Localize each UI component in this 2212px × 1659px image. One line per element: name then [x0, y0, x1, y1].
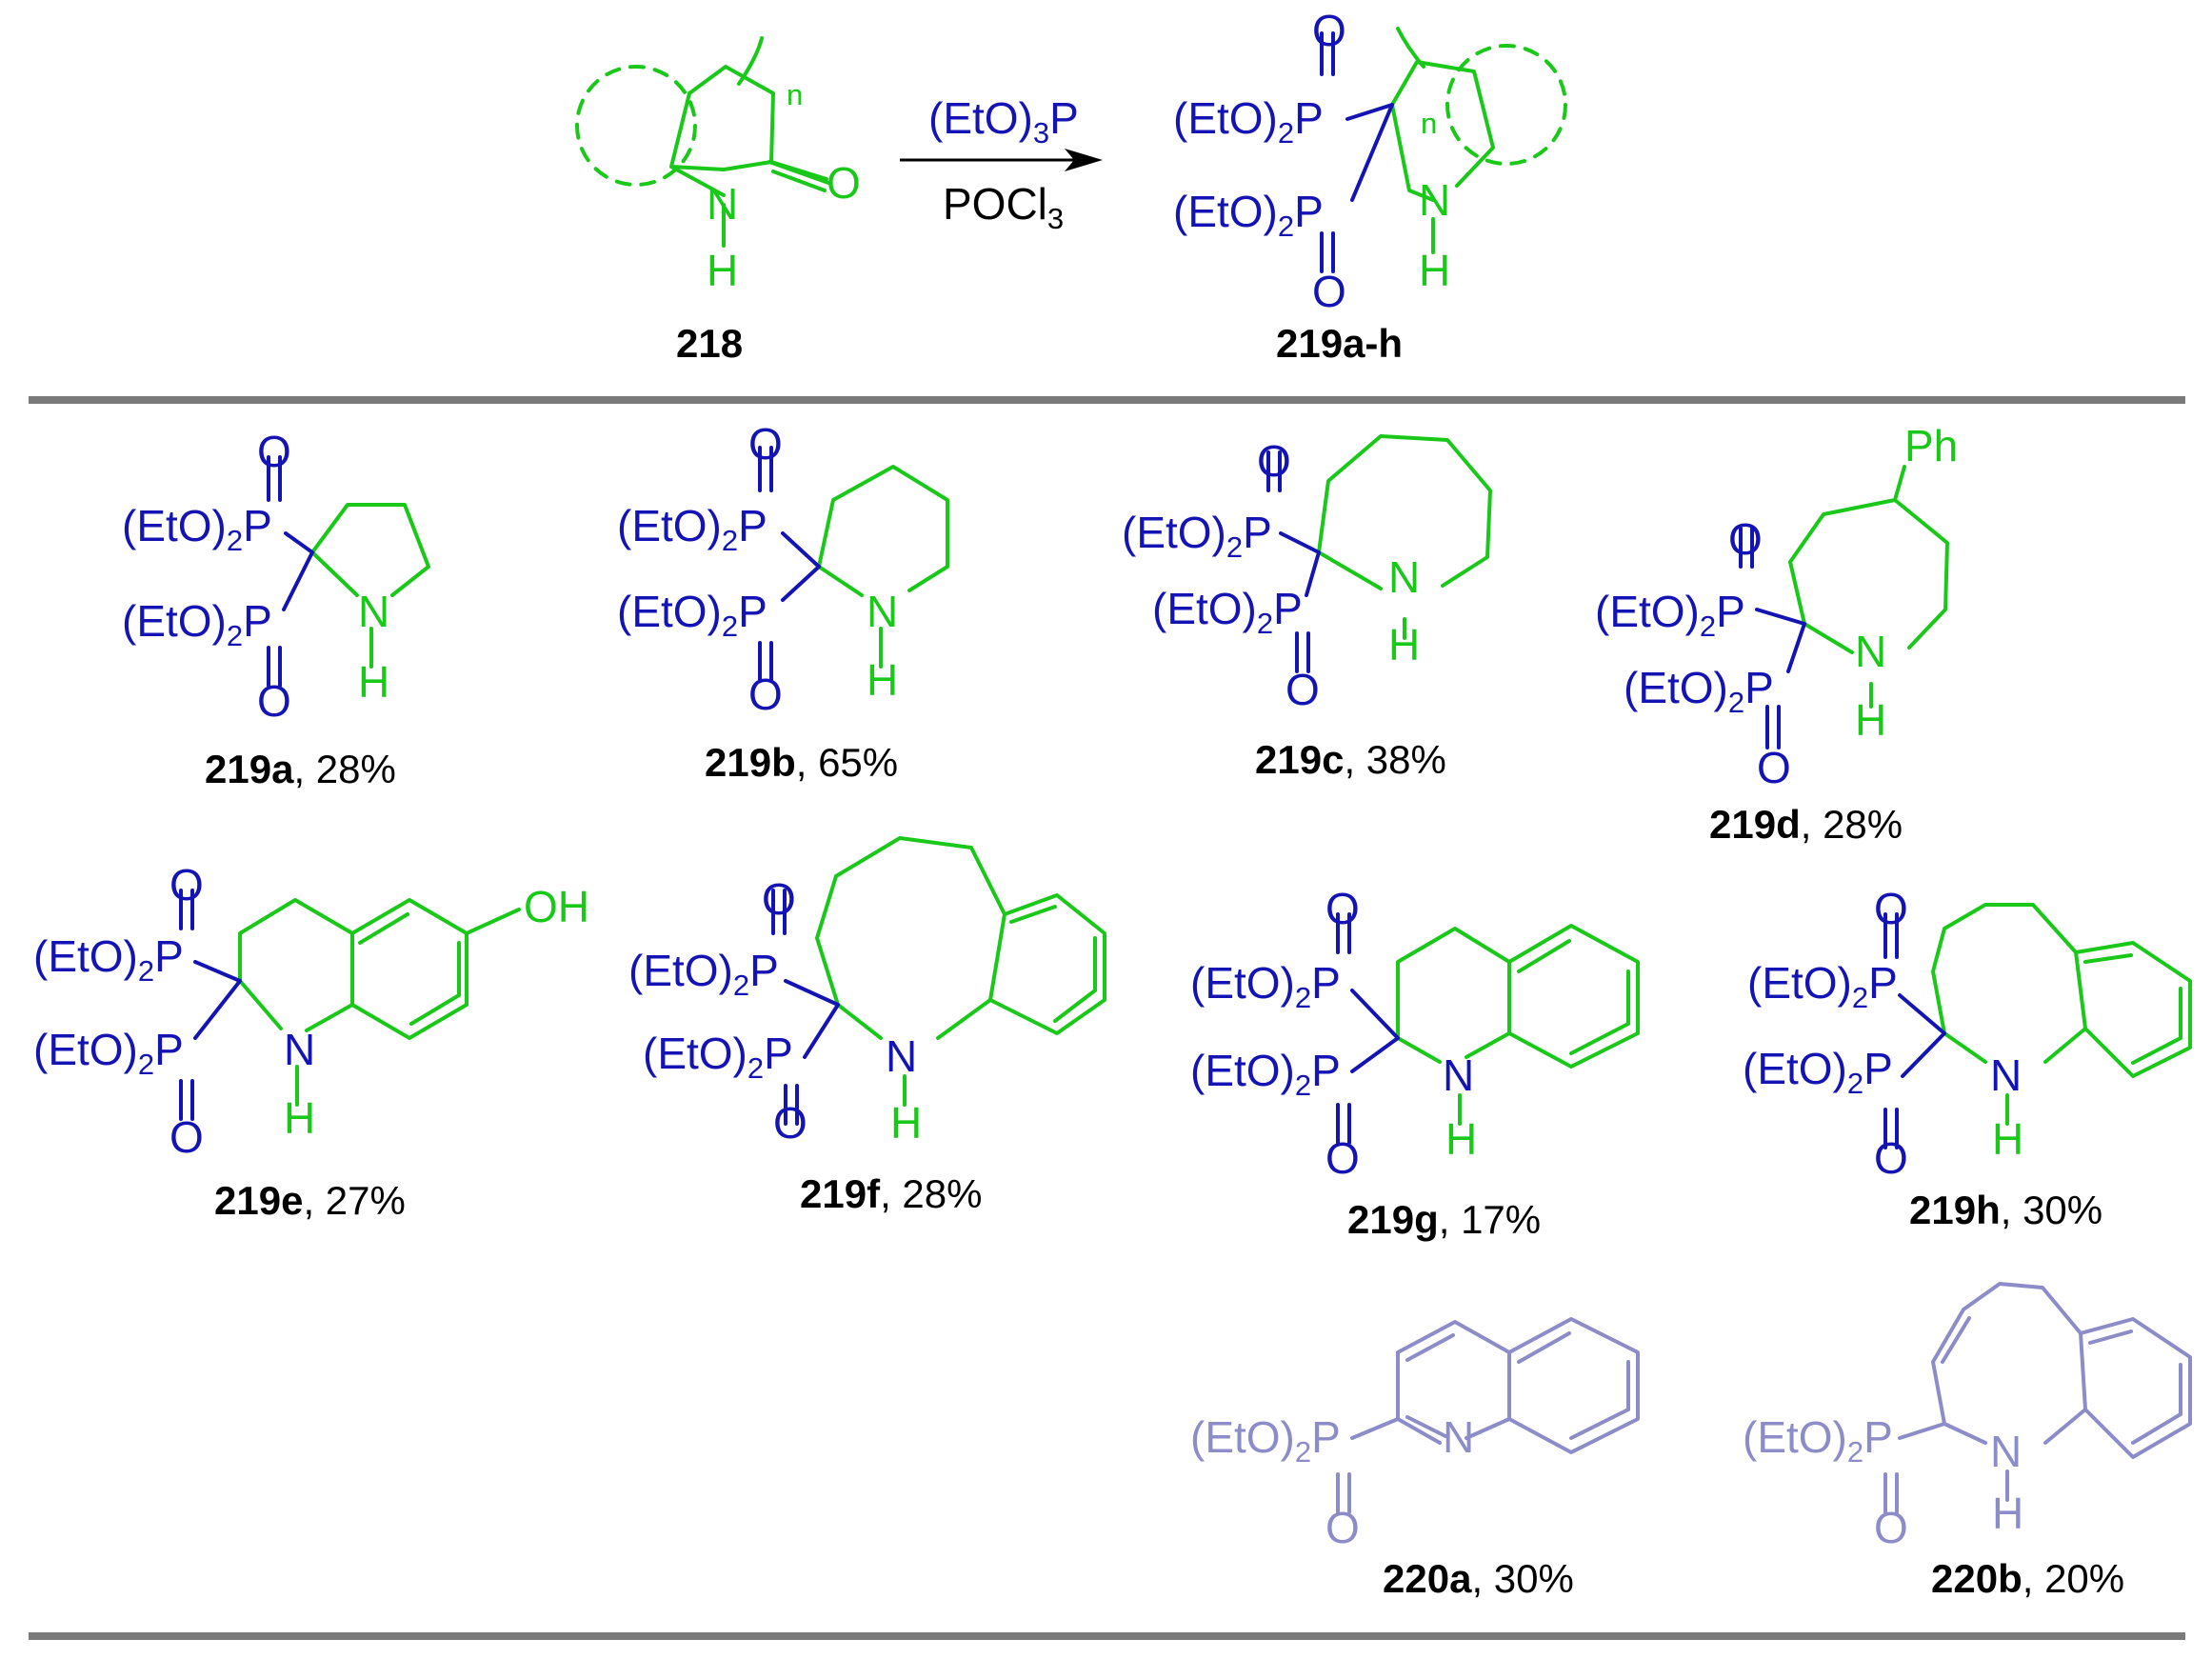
atom-n: N [1419, 175, 1450, 225]
atom-n-index: n [1421, 107, 1437, 140]
atom-o: O [827, 158, 861, 208]
atom-o: O [748, 670, 783, 719]
compound-label-218: 218 [676, 321, 743, 366]
atom-h: H [284, 1093, 315, 1143]
atom-n: N [886, 1031, 917, 1081]
atom-h: H [1992, 1114, 2023, 1164]
atom-n: N [1388, 552, 1420, 602]
atom-n: N [358, 587, 389, 636]
compound-label-219f: 219f, 28% [800, 1171, 982, 1216]
structure-219h: (EtO)2P (EtO)2P O O N H [1743, 884, 2192, 1183]
phosphonate-group: (EtO)2P [617, 587, 767, 643]
atom-h: H [707, 246, 738, 295]
compound-label-219a-h: 219a-h [1276, 321, 1403, 366]
atom-n-index: n [787, 78, 803, 111]
atom-o: O [1285, 665, 1320, 714]
phosphonate-group: (EtO)2P [1152, 584, 1303, 640]
compound-label-219c: 219c, 38% [1255, 737, 1446, 782]
atom-n: N [1443, 1412, 1474, 1462]
structure-219a-h: (EtO)2P (EtO)2P O O N H n [1173, 6, 1567, 316]
atom-o: O [1312, 6, 1346, 55]
compound-label-220a: 220a, 30% [1383, 1556, 1574, 1601]
phosphonate-group: (EtO)2P [1190, 958, 1341, 1014]
phenyl-substituent: Ph [1904, 421, 1958, 470]
atom-o: O [169, 860, 204, 909]
compound-label-219a: 219a, 28% [205, 747, 396, 791]
hydroxyl-substituent: OH [524, 882, 589, 931]
atom-n: N [707, 179, 738, 229]
phosphonate-group: (EtO)2P [1624, 663, 1774, 719]
compound-label-219e: 219e, 27% [214, 1178, 406, 1223]
atom-o: O [1325, 1503, 1360, 1552]
atom-h: H [1445, 1114, 1477, 1164]
atom-n: N [1990, 1050, 2022, 1100]
atom-o: O [1312, 267, 1346, 316]
atom-h: H [1992, 1489, 2023, 1538]
phosphonate-group: (EtO)2P [122, 596, 272, 652]
structure-219f: (EtO)2P (EtO)2P O O N H [628, 836, 1106, 1148]
structure-219e: (EtO)2P (EtO)2P O O N H OH [33, 860, 589, 1162]
atom-h: H [890, 1098, 922, 1148]
structure-219a: (EtO)2P (EtO)2P O O N H [122, 427, 430, 726]
phosphonate-group: (EtO)2P [1743, 1412, 1893, 1469]
atom-n: N [1855, 627, 1886, 676]
reagent-triethyl-phosphite: (EtO)3P [928, 93, 1079, 150]
atom-h: H [1419, 246, 1450, 295]
reagent-phosphoryl-chloride: POCl3 [943, 179, 1064, 235]
atom-o: O [762, 874, 796, 924]
phosphonate-group: (EtO)2P [1747, 958, 1898, 1014]
structure-219g: (EtO)2P (EtO)2P O O N H [1190, 884, 1640, 1183]
structure-219c: (EtO)2P (EtO)2P O O N H [1122, 434, 1492, 714]
atom-o: O [1325, 1133, 1360, 1183]
phosphonate-group: (EtO)2P [617, 501, 767, 557]
structure-220b: (EtO)2P O N H [1743, 1282, 2192, 1552]
atom-o: O [257, 676, 291, 726]
atom-o: O [1325, 884, 1360, 933]
atom-h: H [1855, 695, 1886, 745]
phosphonate-group: (EtO)2P [1173, 93, 1324, 150]
phosphonate-group: (EtO)2P [1595, 587, 1745, 643]
phosphonate-group: (EtO)2P [643, 1029, 793, 1085]
atom-o: O [1728, 514, 1763, 564]
atom-h: H [358, 657, 389, 707]
atom-h: H [1388, 620, 1420, 670]
atom-h: H [867, 655, 898, 705]
structure-218: N H O n [575, 36, 861, 295]
phosphonate-group: (EtO)2P [33, 931, 184, 988]
atom-o: O [1757, 743, 1791, 792]
phosphonate-group: (EtO)2P [1122, 508, 1272, 564]
phosphonate-group: (EtO)2P [33, 1025, 184, 1081]
atom-n: N [1990, 1427, 2022, 1476]
compound-label-220b: 220b, 20% [1931, 1556, 2124, 1601]
atom-n: N [867, 587, 898, 636]
atom-n: N [284, 1025, 315, 1074]
atom-o: O [773, 1098, 807, 1148]
structure-220a: (EtO)2P O N [1190, 1317, 1640, 1552]
atom-o: O [1257, 436, 1291, 486]
atom-o: O [169, 1112, 204, 1162]
compound-label-219d: 219d, 28% [1709, 802, 1903, 847]
phosphonate-group: (EtO)2P [1743, 1044, 1893, 1100]
phosphonate-group: (EtO)2P [1190, 1046, 1341, 1102]
phosphonate-group: (EtO)2P [122, 501, 272, 557]
atom-o: O [748, 419, 783, 469]
atom-n: N [1443, 1050, 1474, 1100]
compound-label-219b: 219b, 65% [705, 740, 898, 785]
phosphonate-group: (EtO)2P [628, 946, 779, 1002]
compound-label-219h: 219h, 30% [1909, 1188, 2102, 1232]
phosphonate-group: (EtO)2P [1173, 187, 1324, 243]
atom-o: O [1874, 884, 1908, 933]
phosphonate-group: (EtO)2P [1190, 1412, 1341, 1469]
structure-219b: (EtO)2P (EtO)2P O O N H [617, 419, 949, 719]
atom-o: O [1874, 1503, 1908, 1552]
atom-o: O [1874, 1133, 1908, 1183]
atom-o: O [257, 427, 291, 476]
compound-label-219g: 219g, 17% [1347, 1197, 1541, 1242]
structure-219d: (EtO)2P (EtO)2P O O N H Ph [1595, 421, 1958, 792]
reaction-arrow [900, 149, 1103, 171]
